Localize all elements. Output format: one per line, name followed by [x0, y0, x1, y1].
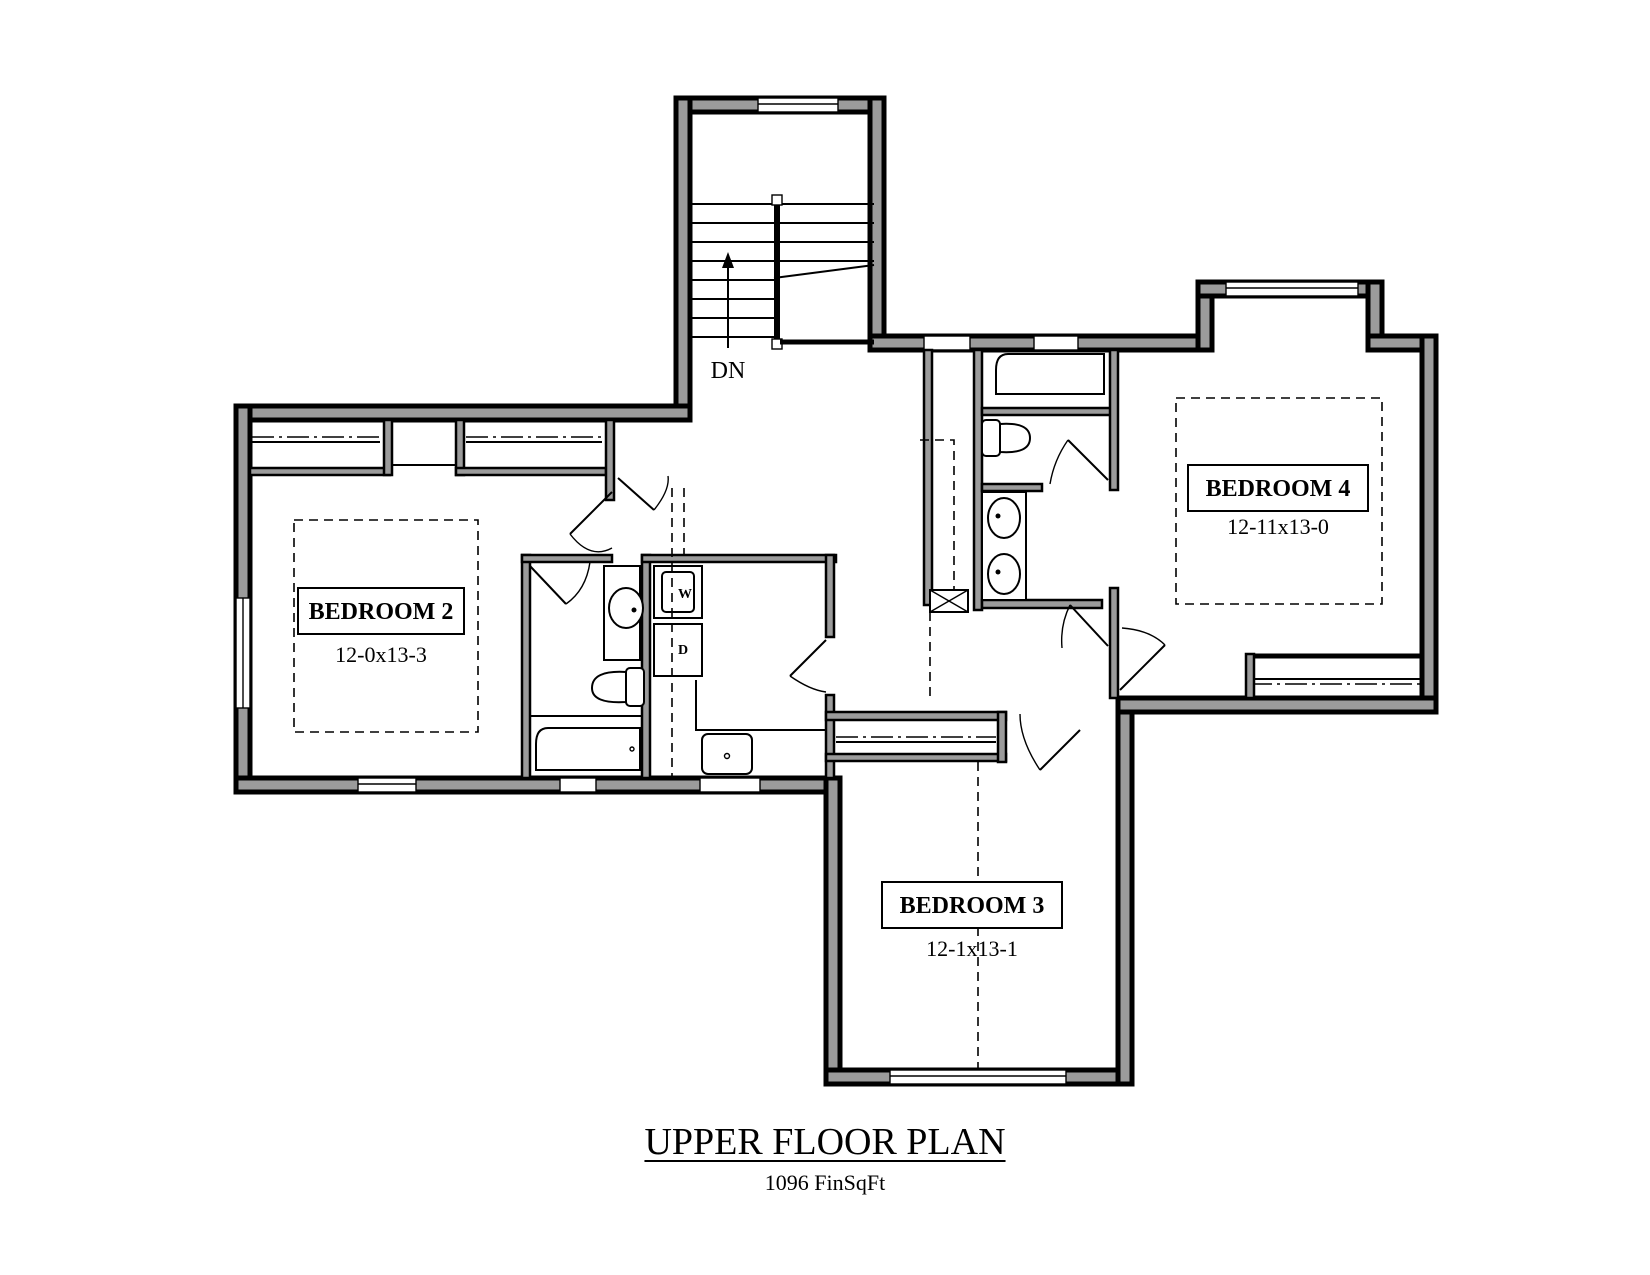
room-name: BEDROOM 2	[309, 599, 454, 625]
bath-2-fixtures	[981, 353, 1105, 601]
dryer-label: D	[678, 643, 688, 658]
closet-shelves	[252, 436, 1420, 743]
windows	[235, 97, 1359, 1085]
doors	[529, 439, 1166, 771]
plan-square-footage: 1096 FinSqFt	[764, 1170, 886, 1195]
laundry-fixtures: W D	[653, 488, 826, 778]
washer-label: W	[678, 587, 692, 602]
plan-title: UPPER FLOOR PLAN	[0, 1120, 1650, 1164]
room-name: BEDROOM 3	[900, 893, 1045, 919]
room-label-bedroom-2: BEDROOM 2 12-0x13-3	[297, 587, 465, 667]
plan-title-text: UPPER FLOOR PLAN	[644, 1121, 1006, 1163]
interior-walls	[248, 348, 1120, 780]
linen-closet	[920, 439, 969, 700]
stair	[690, 194, 875, 350]
room-name: BEDROOM 4	[1206, 476, 1351, 502]
room-label-bedroom-3: BEDROOM 3 12-1x13-1	[881, 881, 1063, 961]
bath-1-fixtures	[530, 565, 645, 771]
room-dimensions: 12-0x13-3	[335, 642, 427, 667]
room-dimensions: 12-1x13-1	[926, 936, 1018, 961]
stair-down-label: DN	[711, 358, 746, 384]
room-dimensions: 12-11x13-0	[1227, 514, 1329, 539]
room-label-bedroom-4: BEDROOM 4 12-11x13-0	[1187, 464, 1369, 539]
